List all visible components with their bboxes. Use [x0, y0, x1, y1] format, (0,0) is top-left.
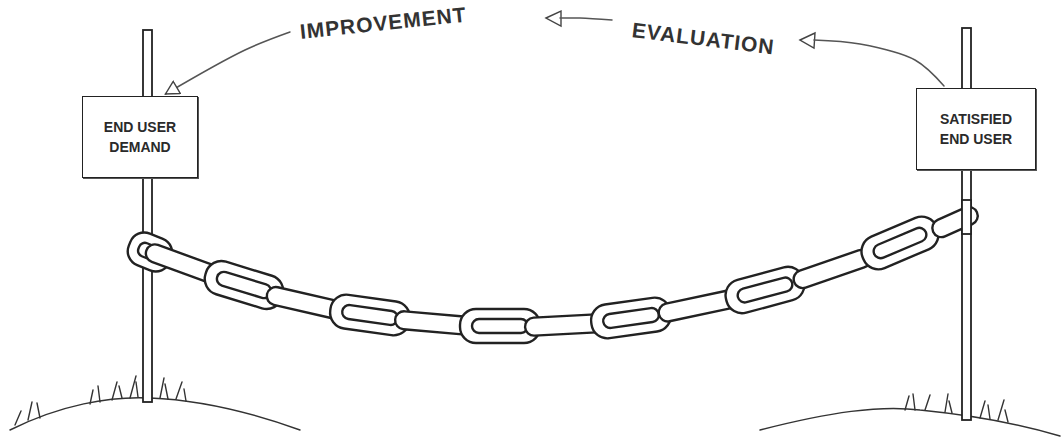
cycle-arrow — [166, 18, 944, 94]
chain-link — [857, 212, 944, 275]
grass — [15, 376, 186, 425]
chain-link — [929, 204, 980, 240]
ground-line — [10, 398, 300, 430]
ground — [10, 376, 1060, 436]
chain — [123, 204, 980, 343]
sign-text: END USER DEMAND — [93, 117, 187, 157]
sign-text: SATISFIED END USER — [927, 109, 1025, 149]
ground-line — [760, 408, 1060, 436]
sign-board: SATISFIED END USER — [916, 88, 1036, 170]
grass — [905, 394, 1008, 422]
right-post-front — [962, 200, 971, 234]
chain-link — [722, 263, 808, 317]
sign-board: END USER DEMAND — [82, 96, 198, 178]
process-step-label: EVALUATION — [631, 18, 776, 59]
left-post — [143, 30, 152, 402]
process-step-label: IMPROVEMENT — [299, 3, 468, 44]
right-post — [962, 28, 971, 420]
arrow-head — [546, 11, 561, 26]
posts — [143, 28, 971, 420]
arrow-head — [800, 33, 815, 48]
